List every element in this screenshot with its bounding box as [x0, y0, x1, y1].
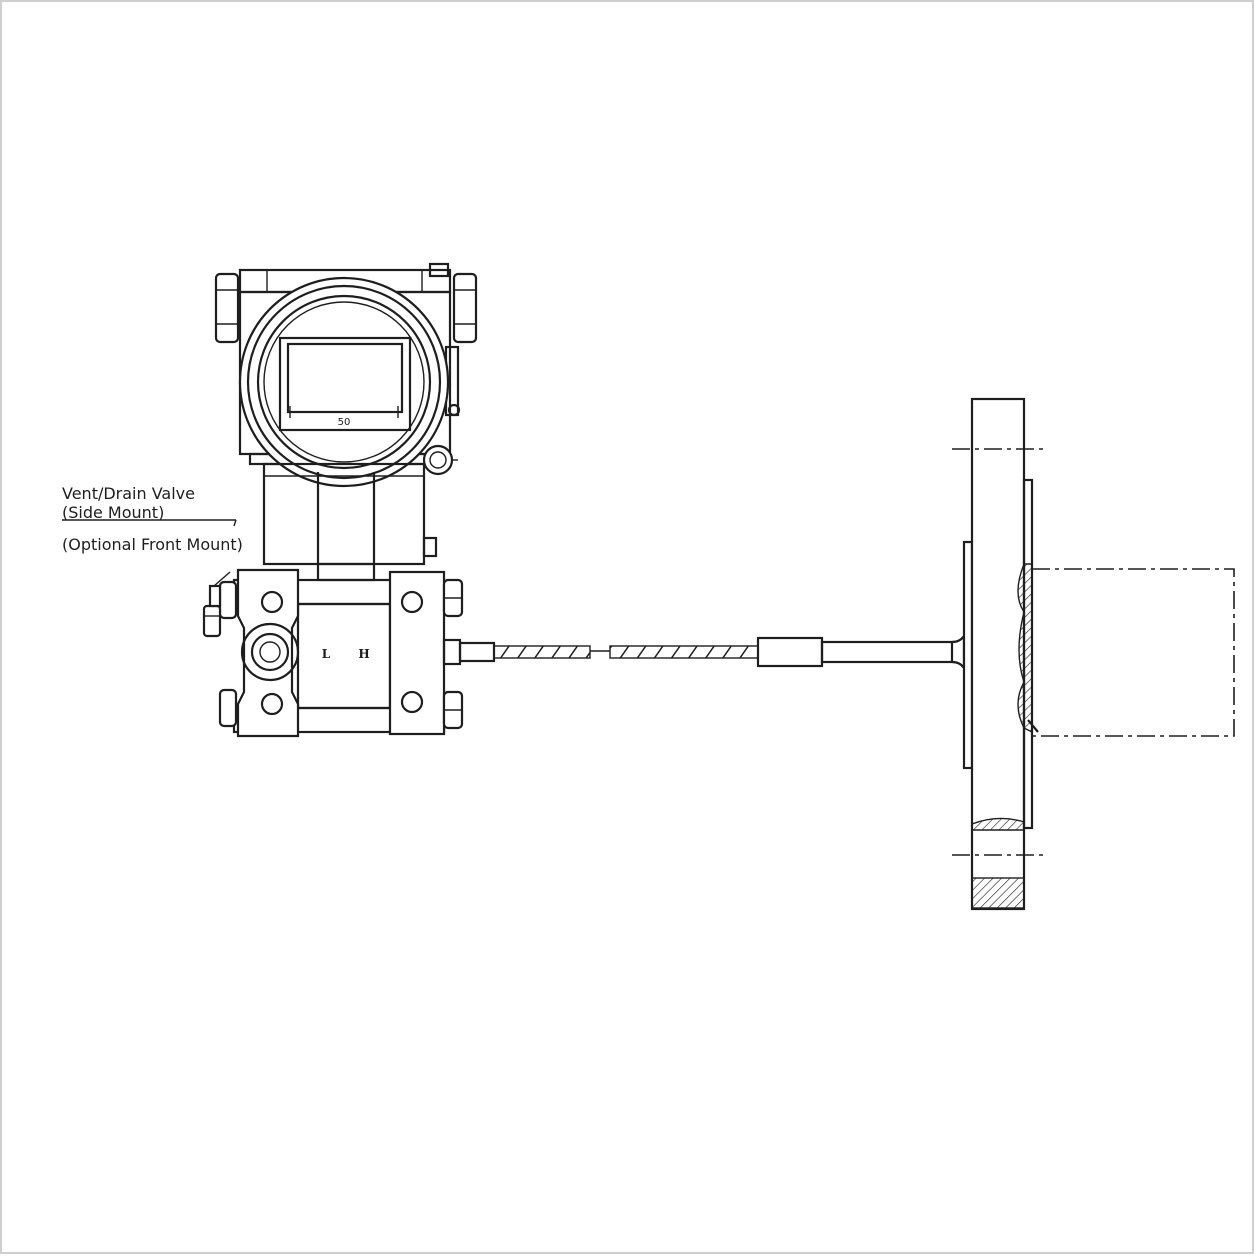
vent-drain-callout: Vent/Drain Valve (Side Mount) (Optional … [62, 484, 243, 554]
vent-drain-valve [202, 571, 231, 638]
side-mount-label: (Side Mount) [62, 503, 164, 522]
optional-front-mount-label: (Optional Front Mount) [62, 535, 243, 554]
capillary-line [442, 632, 966, 672]
vent-drain-valve-label: Vent/Drain Valve [62, 484, 195, 503]
display-width-dimension: 50 [289, 406, 399, 428]
display-cover [238, 276, 450, 488]
sensor-neck [262, 462, 438, 582]
low-side-label: L [322, 647, 331, 661]
display-width-label: 50 [338, 417, 351, 428]
remote-seal-flange [952, 397, 1235, 911]
process-flange-assembly: L H [218, 568, 464, 738]
high-side-label: H [358, 647, 369, 661]
